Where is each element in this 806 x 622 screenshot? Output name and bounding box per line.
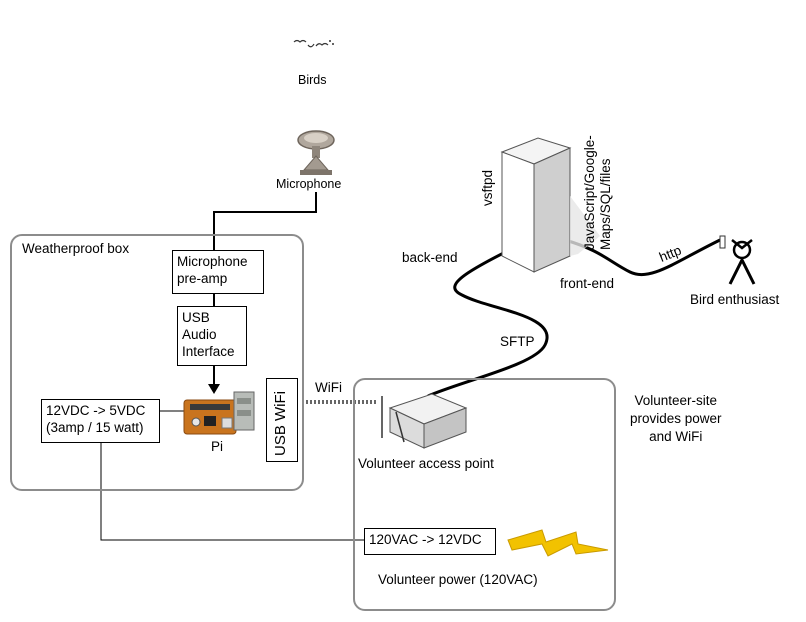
birds-label: Birds bbox=[298, 73, 327, 87]
access-point-label: Volunteer access point bbox=[358, 456, 494, 471]
arrow-head bbox=[208, 384, 220, 394]
circuit-board-icon bbox=[183, 391, 255, 435]
satellite-microphone-icon bbox=[297, 130, 335, 175]
dc-converter-5v-box: 12VDC -> 5VDC (3amp / 15 watt) bbox=[41, 399, 160, 443]
wifi-label: WiFi bbox=[315, 380, 342, 395]
http-link bbox=[564, 238, 721, 277]
lightning-bolt-icon bbox=[507, 529, 609, 557]
volunteer-site-note: Volunteer-site provides power and WiFi bbox=[630, 393, 722, 444]
back-end-label: back-end bbox=[402, 250, 458, 265]
volunteer-power-label: Volunteer power (120VAC) bbox=[378, 572, 538, 587]
sftp-label: SFTP bbox=[500, 334, 535, 349]
ac-dc-converter-12v-box: 120VAC -> 12VDC bbox=[364, 528, 496, 555]
front-end-label: front-end bbox=[560, 276, 615, 291]
access-point-icon bbox=[381, 393, 468, 449]
person-icon bbox=[719, 235, 756, 285]
microphone-label: Microphone bbox=[276, 177, 342, 191]
server-tower-icon bbox=[500, 137, 600, 273]
usb-audio-interface-box: USB Audio Interface bbox=[177, 306, 247, 366]
birds-icon bbox=[293, 39, 334, 48]
weatherproof-box-region bbox=[10, 234, 304, 491]
sftp-link bbox=[427, 240, 549, 398]
mic-cable bbox=[213, 192, 317, 250]
power-cable bbox=[100, 443, 364, 541]
usb-wifi-box bbox=[266, 378, 298, 462]
usb-wifi-label: USB WiFi bbox=[272, 391, 289, 456]
microphone-preamp-box: Microphone pre-amp bbox=[172, 250, 264, 294]
weatherproof-box-title: Weatherproof box bbox=[22, 241, 130, 256]
bird-enthusiast-label: Bird enthusiast bbox=[690, 292, 780, 307]
pi-label: Pi bbox=[211, 439, 224, 454]
server-stack-label: JavaScript/Google- Maps/SQL/files bbox=[582, 135, 613, 250]
volunteer-site-region bbox=[353, 378, 616, 611]
vsftpd-label: vsftpd bbox=[480, 169, 495, 206]
